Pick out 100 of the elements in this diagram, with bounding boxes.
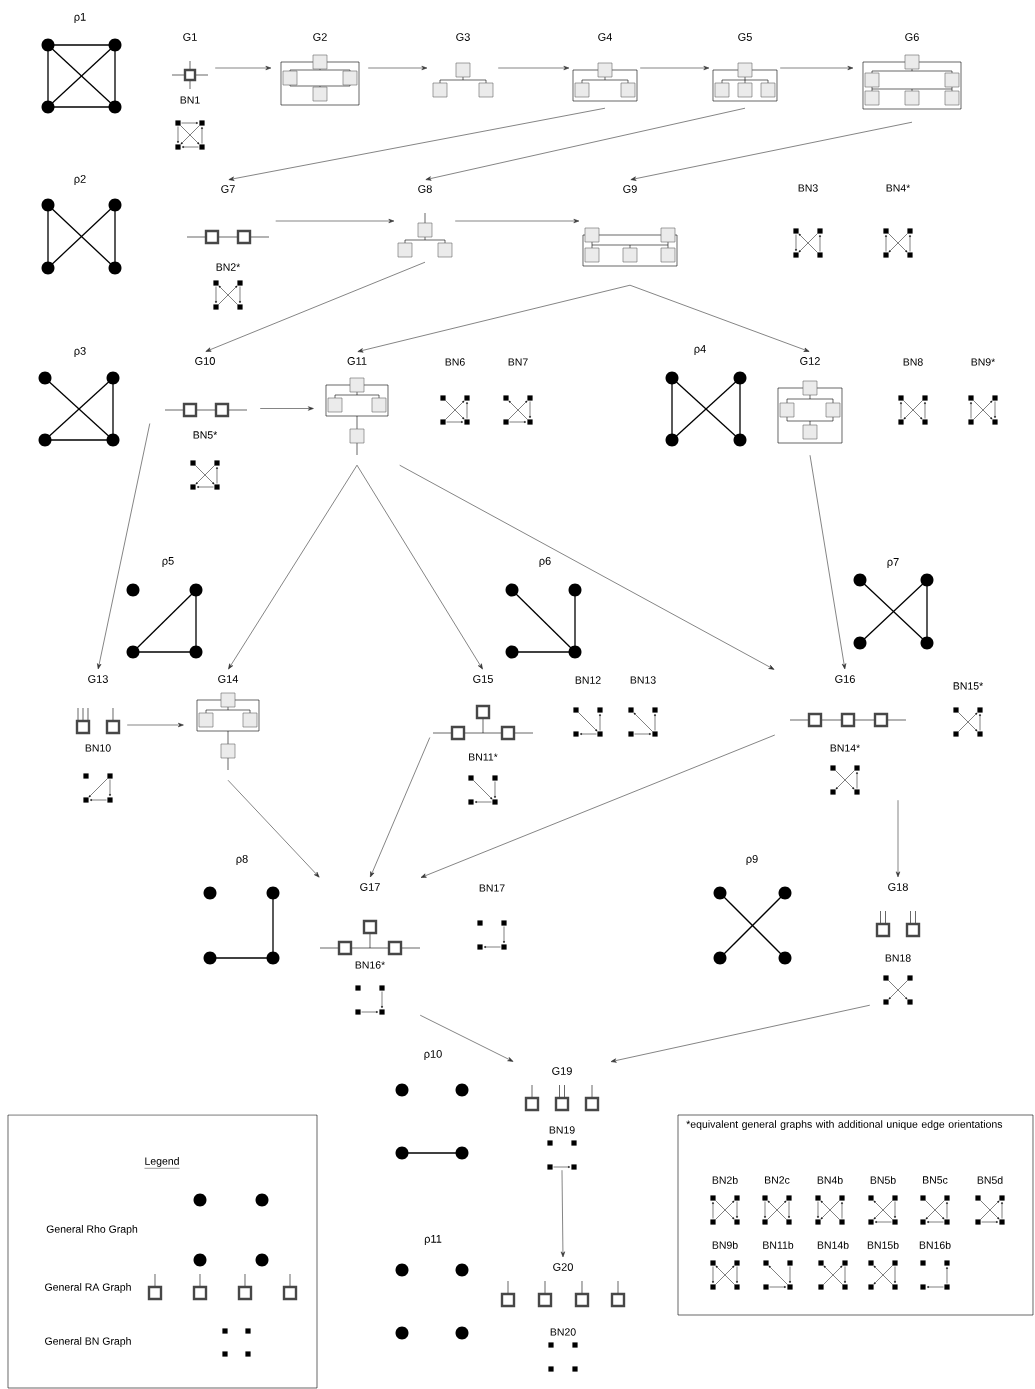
arrow <box>895 799 901 878</box>
ra-graph: G19 <box>524 1067 600 1112</box>
note-text: *equivalent general graphs with additional unique edge orientations <box>686 1120 1003 1130</box>
arrow <box>126 722 184 728</box>
arrow <box>228 107 606 181</box>
graph-label: ρ5 <box>162 557 174 567</box>
graph-label: BN3 <box>798 184 818 192</box>
graph-label: BN16b <box>919 1241 951 1249</box>
legend-text: General BN Graph <box>45 1337 131 1347</box>
ra-graph: G16 <box>789 675 907 728</box>
graph-label: ρ10 <box>424 1050 442 1060</box>
node-label: G13 <box>88 675 108 683</box>
ra-graph: G9 <box>582 185 678 267</box>
arrow <box>560 1169 566 1258</box>
graph-label: BN4b <box>817 1176 843 1184</box>
arrow <box>356 464 483 670</box>
legend-text: General RA Graph <box>45 1283 131 1293</box>
graph-label: BN6 <box>445 358 465 366</box>
node-label: G12 <box>800 357 820 365</box>
graph-label: BN5d <box>977 1176 1003 1184</box>
node-label: G4 <box>598 33 613 41</box>
arrow <box>420 734 776 878</box>
arrow <box>370 737 431 878</box>
graph-label: BN10 <box>85 744 111 752</box>
ra-graph: G11 <box>325 357 389 456</box>
ra-graph: G3 <box>432 33 494 98</box>
graph-label: BN15* <box>953 682 983 690</box>
graph-label: BN16* <box>355 961 385 969</box>
arrow <box>497 65 570 71</box>
arrow <box>419 1014 514 1062</box>
arrow <box>610 1004 871 1063</box>
node-label: G14 <box>218 675 239 683</box>
arrow <box>630 121 913 181</box>
graph-label: BN2* <box>216 263 241 271</box>
node-label: G19 <box>552 1067 572 1075</box>
graph-label: BN17 <box>479 884 505 892</box>
arrow <box>367 65 428 71</box>
legend-text: General Rho Graph <box>46 1225 138 1235</box>
graph-label: BN8 <box>903 358 923 366</box>
arrow <box>629 284 810 352</box>
node-label: G16 <box>835 675 855 683</box>
graph-label: BN13 <box>630 676 656 684</box>
ra-graph: G7 <box>186 185 270 245</box>
arrow <box>425 107 746 181</box>
ra-graph: G6 <box>862 33 962 110</box>
arrow <box>97 423 151 670</box>
arrow <box>259 406 314 411</box>
graph-label: BN11* <box>469 753 498 761</box>
node-label: G15 <box>473 675 493 683</box>
node-label: G7 <box>221 185 235 193</box>
arrow <box>228 464 358 670</box>
graph-label: BN15b <box>867 1241 899 1249</box>
graph-label: BN14* <box>830 744 860 752</box>
ra-graph: G2 <box>280 33 360 106</box>
arrow <box>639 65 710 71</box>
graph-label: ρ8 <box>236 855 248 865</box>
ra-graph: G20 <box>500 1263 626 1308</box>
legend-title: Legend <box>144 1157 180 1169</box>
graph-label: ρ3 <box>74 347 86 357</box>
graph-label: ρ2 <box>74 175 86 185</box>
ra-graph: G4 <box>572 33 638 102</box>
arrow <box>227 779 320 878</box>
ra-graph: G5 <box>712 33 778 102</box>
node-label: G3 <box>456 33 470 41</box>
node-label: G20 <box>553 1263 573 1271</box>
graph-label: BN2b <box>712 1176 738 1184</box>
arrow <box>205 261 426 352</box>
node-label: G8 <box>418 185 432 193</box>
node-label: G6 <box>905 33 919 41</box>
graph-label: ρ6 <box>539 557 551 567</box>
graph-label: BN12 <box>575 676 601 684</box>
graph-label: ρ11 <box>424 1235 442 1245</box>
graph-label: BN9* <box>971 358 996 366</box>
graph-label: BN5b <box>870 1176 896 1184</box>
arrow <box>779 65 854 71</box>
ra-graph: G17 <box>319 883 421 956</box>
arrow <box>275 218 395 224</box>
graph-label: BN4* <box>886 184 911 192</box>
graph-label: BN14b <box>817 1241 849 1249</box>
ra-graph: G8 <box>397 185 453 258</box>
ra-graph: G10 <box>164 357 248 418</box>
arrow <box>809 454 847 670</box>
graph-label: BN5c <box>923 1176 948 1184</box>
node-label: G10 <box>195 357 215 365</box>
graph-label: BN11b <box>763 1241 794 1249</box>
node-label: G11 <box>347 357 367 365</box>
node-label: G9 <box>623 185 637 193</box>
graph-label: BN20 <box>550 1328 576 1336</box>
arrow <box>214 65 272 71</box>
arrow <box>399 464 775 670</box>
ra-graph: G14 <box>196 675 260 771</box>
graph-label: ρ9 <box>746 855 758 865</box>
ra-graph: G15 <box>432 675 534 741</box>
graph-label: BN18 <box>885 954 911 962</box>
graph-label: BN5* <box>193 431 218 439</box>
ra-graph: G18 <box>875 883 921 938</box>
graph-label: BN9b <box>712 1241 738 1249</box>
graph-label: BN1 <box>180 96 200 104</box>
graph-label: ρ1 <box>74 13 86 23</box>
node-label: G17 <box>360 883 380 891</box>
